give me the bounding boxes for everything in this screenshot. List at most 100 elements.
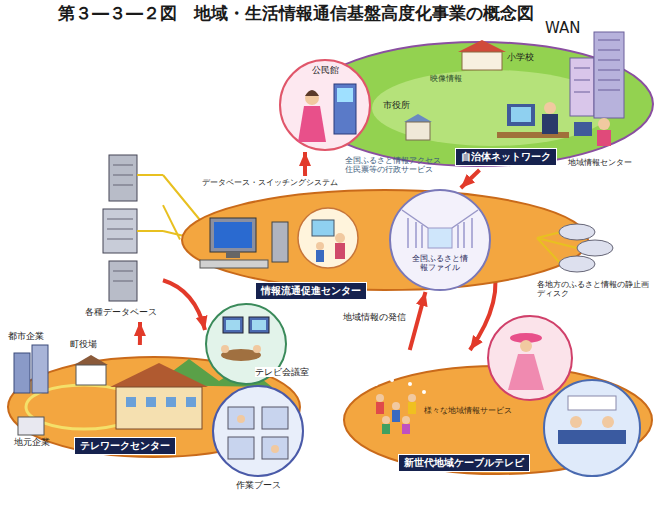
flow-arrow	[138, 322, 142, 345]
annotation-label: 様々な地域情報サービス	[424, 406, 512, 415]
annotation-label: 地域情報センター	[568, 158, 632, 167]
rect-shape	[570, 58, 594, 116]
circle-shape	[376, 394, 384, 402]
meeting-circle: テレビ会議室	[205, 303, 317, 385]
rect-shape	[223, 317, 243, 333]
booth-circle: 作業ブース	[212, 385, 304, 497]
rect-shape	[103, 209, 137, 253]
rect-shape	[312, 220, 334, 236]
rect-shape	[574, 122, 592, 136]
circle-shape	[253, 345, 261, 353]
rect-shape	[542, 114, 558, 134]
circle-shape	[392, 402, 400, 410]
rect-shape	[228, 407, 254, 429]
flow-arrow	[303, 152, 307, 176]
kiosk-circle: 公民館	[278, 58, 372, 152]
polygon-shape	[74, 355, 108, 365]
rect-shape	[507, 104, 535, 126]
polygon-shape	[508, 354, 544, 390]
polygon-shape	[110, 363, 208, 387]
rect-shape	[32, 345, 48, 393]
polygon-shape	[298, 106, 326, 142]
rect-shape	[210, 218, 256, 252]
disc-stack: 各地方のふるさと情報の静止画ディスク	[537, 220, 652, 312]
rect-shape	[334, 84, 356, 134]
path-shape	[305, 90, 319, 96]
path-shape	[107, 165, 133, 281]
place-label: 公民館	[312, 65, 339, 75]
rect-shape	[392, 410, 400, 422]
rect-shape	[262, 407, 288, 429]
center-ellipse: データベース・スイッチングシステム情報流通促進センター全国ふるさと情報ファイル	[180, 176, 590, 303]
center-title: 情報流通促進センター	[255, 282, 367, 300]
rect-shape	[200, 260, 268, 268]
rect-shape	[497, 132, 569, 138]
rect-shape	[14, 353, 30, 393]
path-shape	[137, 175, 163, 231]
annotation-label: 町役場	[70, 339, 97, 349]
circle-shape	[390, 190, 490, 290]
polygon-shape	[458, 40, 506, 52]
annotation-label: 映像情報	[430, 74, 462, 83]
path-shape	[126, 397, 196, 407]
circle-shape	[390, 378, 394, 382]
rect-shape	[568, 396, 616, 410]
rect-shape	[214, 222, 252, 248]
circle-shape	[213, 386, 303, 476]
rect-shape	[382, 424, 390, 434]
cable-line	[163, 205, 180, 239]
path-shape	[574, 40, 620, 92]
annotation-label: 小学校	[507, 52, 534, 62]
polygon-shape	[404, 114, 432, 122]
rect-shape	[109, 155, 137, 201]
circle-shape	[544, 102, 556, 114]
telework-ellipse: テレワークセンターテレビ会議室作業ブース	[4, 345, 306, 470]
circle-shape	[280, 60, 370, 150]
annotation-label: 全国ふるさと情報アクセス 住民票等の行政サービス	[345, 156, 445, 174]
annotation-label: WAN	[545, 20, 581, 37]
room-label: 作業ブース	[236, 480, 281, 490]
database-servers: 各種データベース	[85, 155, 163, 322]
rect-shape	[226, 320, 240, 330]
ellipse-shape	[182, 190, 588, 290]
network-title: 自治体ネットワーク	[455, 148, 557, 166]
database-label: 各種データベース	[85, 307, 157, 317]
server-symbol	[85, 155, 163, 322]
annotation-label: 市役所	[383, 100, 410, 110]
path-shape	[408, 218, 472, 248]
file-circle: 全国ふるさと情報ファイル	[388, 188, 492, 292]
rect-shape	[462, 52, 502, 70]
circle-shape	[598, 118, 610, 130]
cabletv-title: 新世代地域ケーブルテレビ	[398, 454, 530, 472]
rect-shape	[428, 228, 452, 248]
rect-shape	[594, 32, 624, 118]
circle-shape	[408, 382, 412, 386]
path-shape	[402, 210, 478, 228]
rect-shape	[249, 317, 269, 333]
circle-shape	[520, 340, 532, 352]
rect-shape	[335, 243, 345, 259]
edge-label: 地域情報の発信	[343, 312, 406, 322]
circle-shape	[298, 208, 358, 268]
annotation-label: 都市企業	[8, 331, 44, 341]
rect-shape	[252, 320, 266, 330]
rect-shape	[597, 130, 611, 146]
rect-shape	[228, 437, 254, 459]
rect-shape	[402, 424, 410, 434]
circle-shape	[316, 242, 324, 250]
circle-shape	[305, 91, 319, 105]
rect-shape	[272, 222, 288, 262]
circle-shape	[422, 390, 426, 394]
rect-shape	[558, 430, 626, 444]
ellipse-shape	[559, 256, 595, 272]
flow-arrow	[163, 280, 205, 330]
circle-shape	[488, 316, 572, 400]
rect-shape	[18, 417, 44, 435]
circle-shape	[271, 445, 279, 453]
rect-shape	[376, 402, 384, 414]
circle-shape	[544, 380, 640, 476]
figure-title: 第３―３―２図 地域・生活情報通信基盤高度化事業の概念図	[58, 4, 534, 24]
circle-shape	[570, 416, 582, 428]
rect-shape	[408, 402, 416, 414]
rect-shape	[262, 437, 288, 459]
